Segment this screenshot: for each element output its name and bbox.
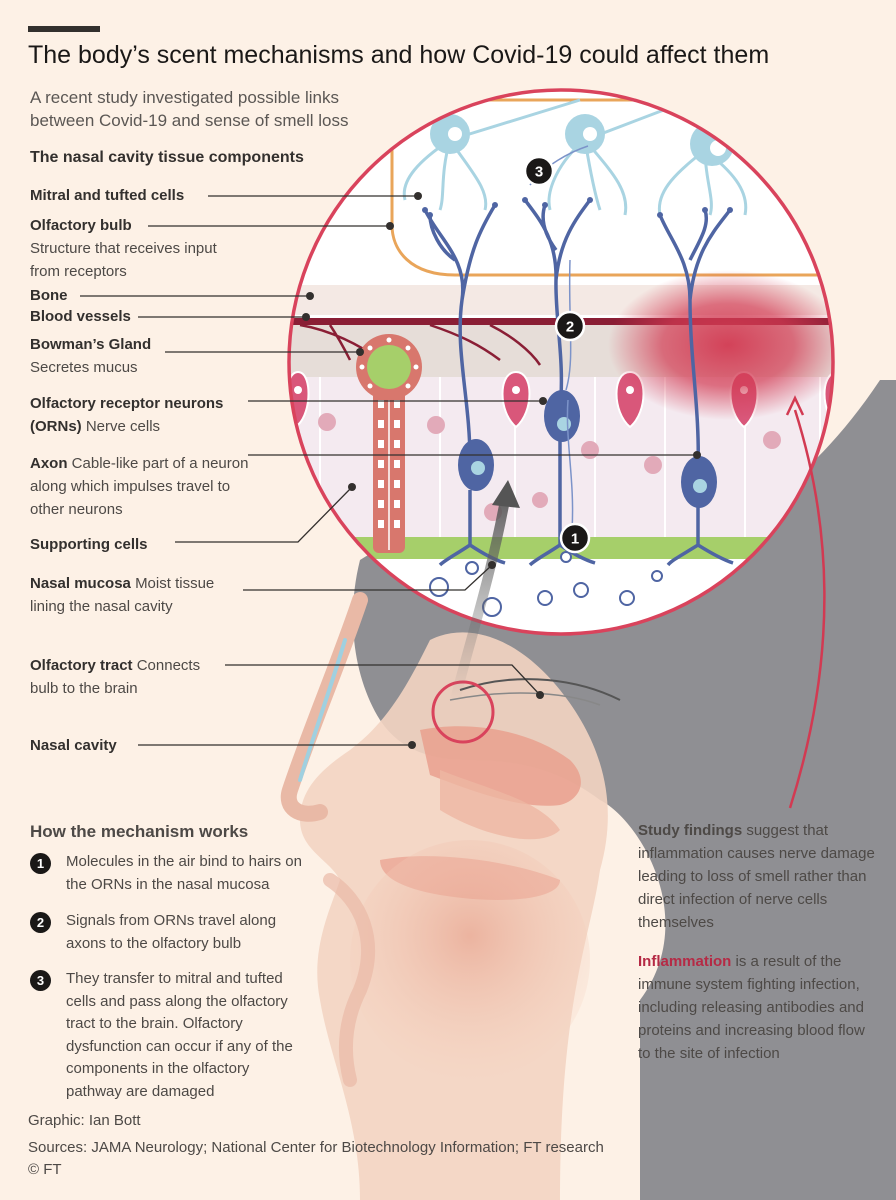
svg-text:1: 1 (571, 531, 579, 548)
leader-lines (80, 195, 697, 746)
mechanism-step-3: 3 They transfer to mitral and tufted cel… (30, 968, 320, 1103)
section-heading: The nasal cavity tissue components (30, 149, 304, 166)
mechanism-step-1: 1 Molecules in the air bind to hairs on … (30, 851, 320, 896)
label-olfactory-tract: Olfactory tract Connects bulb to the bra… (30, 657, 201, 697)
badge-1: 1 (559, 522, 591, 554)
study-findings: Study findings suggest that inflammation… (638, 822, 875, 931)
svg-text:3: 3 (535, 164, 543, 181)
inflammation-note: Inflammation is a result of the immune s… (638, 953, 865, 1062)
label-orn: Olfactory receptor neurons (ORNs) Nerve … (30, 395, 224, 435)
label-nasal-cavity: Nasal cavity (30, 737, 117, 754)
inflammation-glow (608, 270, 833, 420)
badge-3: 3 (523, 155, 555, 187)
mechanism-step-2: 2 Signals from ORNs travel along axons t… (30, 910, 320, 955)
mitral-tufted-cells (402, 98, 821, 216)
label-blood-vessels: Blood vessels (30, 308, 131, 325)
svg-text:2: 2 (566, 319, 574, 336)
mechanism-heading: How the mechanism works (30, 822, 249, 841)
brand-bar (28, 26, 100, 32)
badge-2: 2 (554, 310, 586, 342)
page-title: The body’s scent mechanisms and how Covi… (28, 41, 770, 69)
page-subtitle: A recent study investigated possible lin… (30, 88, 349, 130)
olfactory-receptor-neurons (423, 198, 734, 567)
label-axon: Axon Cable-like part of a neuron along w… (30, 455, 249, 518)
label-nasal-mucosa: Nasal mucosa Moist tissue lining the nas… (30, 575, 215, 615)
inflammation-arrow (788, 409, 826, 809)
label-supporting-cells: Supporting cells (30, 536, 148, 553)
graphic-credit: Graphic: Ian Bott (28, 1112, 141, 1129)
sources: Sources: JAMA Neurology; National Center… (28, 1139, 604, 1156)
magnified-tissue-circle (287, 88, 835, 636)
label-bone: Bone (30, 287, 68, 304)
label-mitral-cells: Mitral and tufted cells (30, 187, 185, 204)
bowmans-gland (356, 334, 422, 553)
copyright: © FT (28, 1161, 62, 1178)
airflow-arrow (450, 495, 510, 705)
